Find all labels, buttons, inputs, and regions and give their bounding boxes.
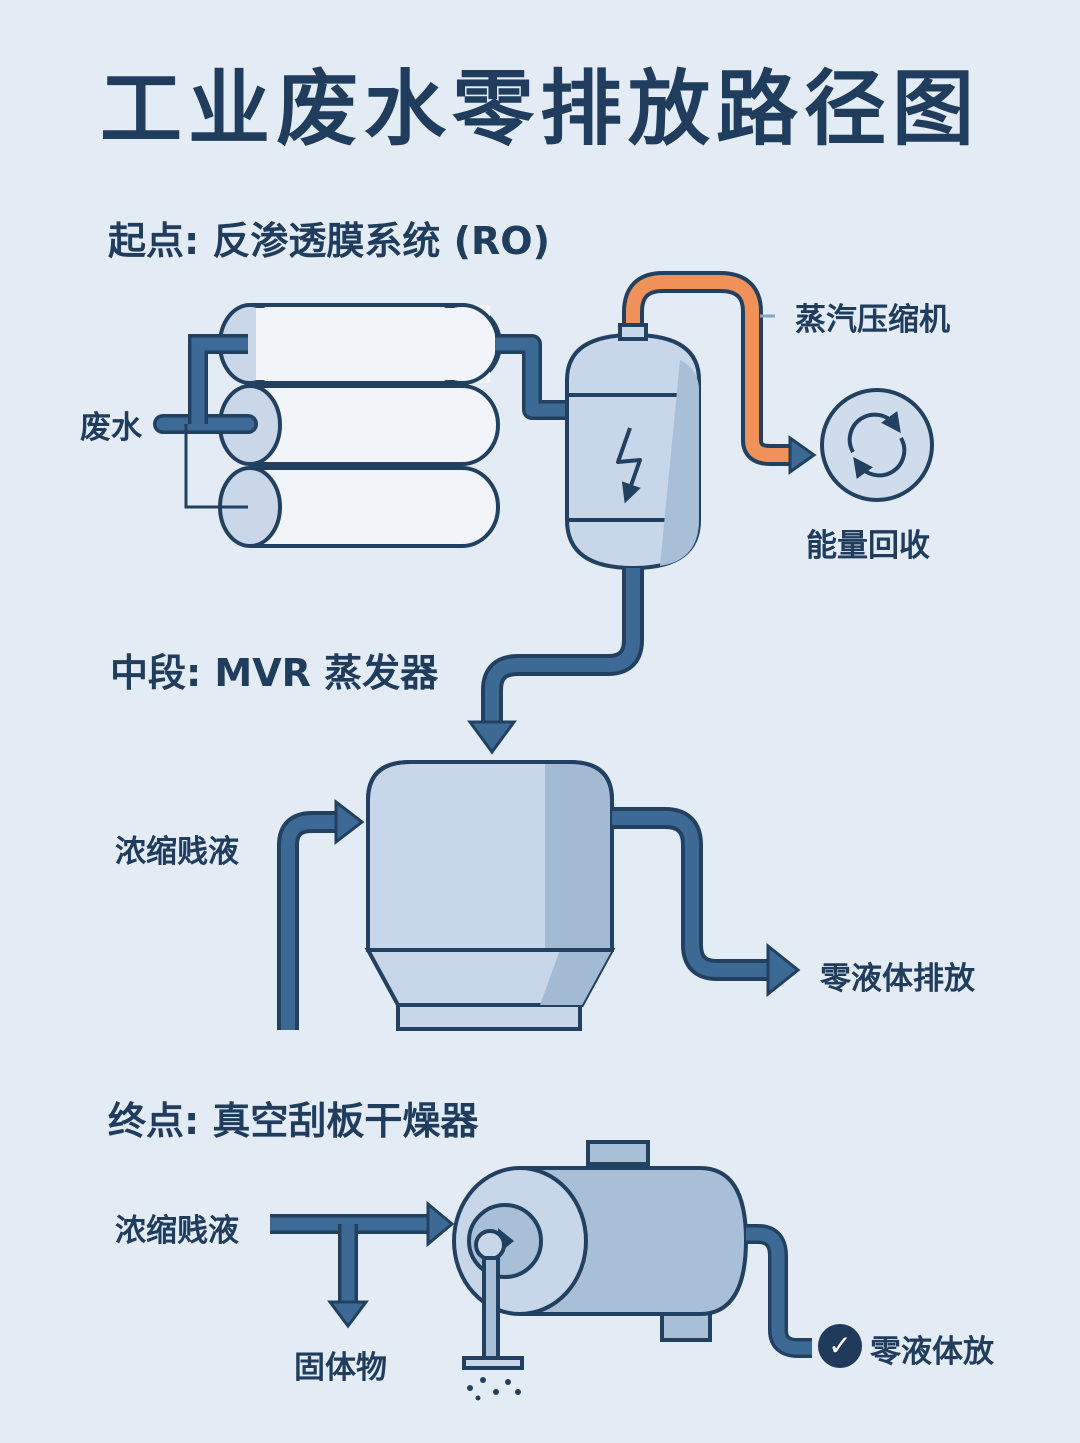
ro-membrane-modules [218, 303, 502, 548]
solid-particles [467, 1377, 521, 1401]
mvr-concentrate-label: 浓缩贱液 [115, 834, 239, 870]
lightning-icon [616, 427, 642, 504]
recycle-arrows-icon [847, 411, 907, 479]
section-end-title: 终点: 真空刮板干燥器 [108, 1099, 479, 1143]
energy-recovery-label: 能量回收 [806, 528, 930, 564]
solids-label: 固体物 [294, 1350, 387, 1386]
vacuum-scraper-dryer [452, 1140, 749, 1370]
section-middle-title: 中段: MVR 蒸发器 [110, 651, 439, 695]
dryer-inlet-pipe [270, 1200, 455, 1329]
energy-recovery-unit [820, 388, 934, 502]
mvr-outlet-pipe [612, 807, 801, 998]
dryer-concentrate-label: 浓缩贱液 [115, 1213, 239, 1249]
check-circle-icon: ✓ [818, 1324, 862, 1368]
page-title: 工业废水零排放路径图 [99, 62, 980, 157]
vessel-to-mvr-pipe [467, 568, 644, 755]
wastewater-label: 废水 [80, 410, 142, 446]
zero-liquid-discharge-label: 零液体排放 [820, 961, 975, 997]
ro-to-evaporator-pipe [495, 334, 570, 420]
compressor-label: 蒸汽压缩机 [795, 302, 950, 338]
compressor-vessel [565, 323, 701, 571]
mvr-inlet-pipe [277, 798, 365, 1030]
ro-module-middle [218, 384, 500, 466]
dryer-outlet-pipe [746, 1224, 812, 1358]
section-start-title: 起点: 反渗透膜系统 (RO) [108, 219, 550, 263]
mvr-evaporator [364, 760, 616, 1031]
steam-line [622, 271, 817, 475]
ro-module-top [218, 303, 502, 385]
zero-liquid-final-label: 零液体放 [870, 1334, 994, 1370]
ro-inlet-pipes [153, 334, 258, 509]
ro-module-bottom [218, 466, 500, 548]
